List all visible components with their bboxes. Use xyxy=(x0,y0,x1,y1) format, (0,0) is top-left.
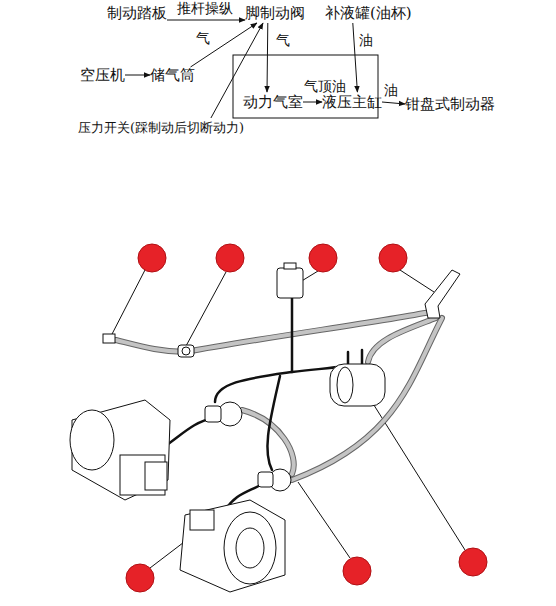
node-text: 压力开关(踩制动后切断动力) xyxy=(78,118,244,138)
flow-arrow xyxy=(267,23,269,92)
components xyxy=(70,263,460,592)
node-text: 储气筒 xyxy=(150,65,195,85)
node-text: 钳盘式制动器 xyxy=(405,94,495,114)
flow-node: 脚制动阀 xyxy=(245,3,305,23)
foot-valve-part xyxy=(178,345,194,357)
flow-node: 储气筒 xyxy=(150,65,195,85)
node-text: 液压主缸 xyxy=(322,92,382,112)
master-cylinder-part xyxy=(330,364,385,406)
edge-label: 油 xyxy=(359,32,373,49)
flow-arrow xyxy=(353,23,358,92)
flow-node: 补液罐(油杯) xyxy=(325,3,412,23)
brake-pedal-part xyxy=(425,270,460,318)
edge-label: 气 xyxy=(196,30,210,47)
flow-arrow xyxy=(167,20,245,21)
oil-lines xyxy=(150,298,362,512)
flow-node: 液压主缸 xyxy=(322,92,382,112)
edge-label: 气 xyxy=(276,32,290,49)
flow-node: 钳盘式制动器 xyxy=(405,94,495,114)
callout-circles xyxy=(126,244,487,592)
node-text: 补液罐(油杯) xyxy=(325,3,412,23)
edge-label: 气顶油 xyxy=(304,78,346,95)
edge-label: 推杆操纵 xyxy=(177,0,233,17)
node-text: 动力气室 xyxy=(243,92,303,112)
flow-arrow xyxy=(382,102,405,104)
node-text: 制动踏板 xyxy=(107,3,167,23)
node-text: 空压机 xyxy=(80,65,125,85)
node-text: 脚制动阀 xyxy=(245,3,305,23)
flow-arrow xyxy=(191,23,258,67)
edge-label: 油 xyxy=(384,82,398,99)
flow-node: 压力开关(踩制动后切断动力) xyxy=(78,118,244,138)
flow-node: 动力气室 xyxy=(243,92,303,112)
flow-node: 空压机 xyxy=(80,65,125,85)
flow-arrow xyxy=(211,23,263,118)
flow-node: 制动踏板 xyxy=(107,3,167,23)
flow-arrow xyxy=(125,75,150,76)
flow-arrow xyxy=(303,102,322,103)
pressure-switch-part xyxy=(103,334,115,343)
oil-cup-part xyxy=(277,268,303,298)
right-wheel-brake xyxy=(180,500,285,592)
air-chamber-part xyxy=(218,402,242,426)
